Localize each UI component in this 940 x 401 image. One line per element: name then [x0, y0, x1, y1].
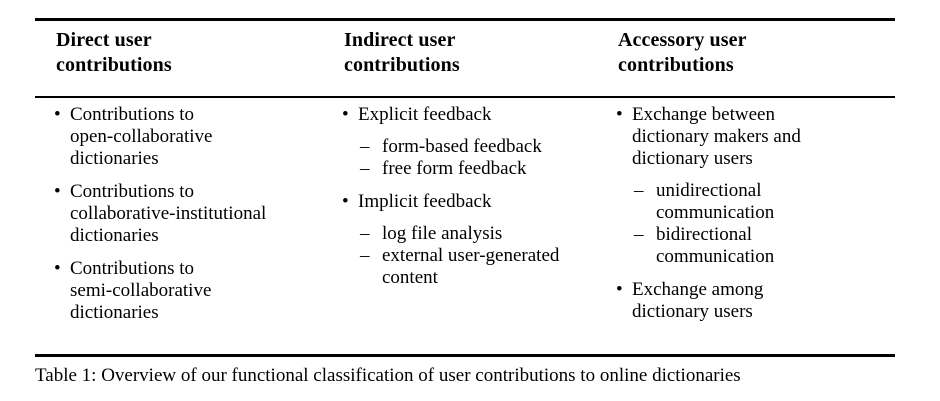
dash-marker-icon: –	[634, 224, 644, 245]
dash-marker-icon: –	[360, 136, 370, 157]
text-line: free form feedback	[382, 158, 527, 179]
text-line: external user-generated	[382, 245, 560, 266]
text-line: unidirectional	[656, 180, 762, 201]
dash-marker-icon: –	[634, 180, 644, 201]
sub-list: –form-based feedback–free form feedback	[338, 136, 623, 180]
column-header-line: Indirect user	[344, 29, 456, 51]
text-line: dictionaries	[70, 302, 159, 323]
text-line: Exchange among	[632, 279, 764, 300]
text-line: content	[382, 267, 438, 288]
sub-list-item-label: log file analysis	[382, 223, 623, 245]
table-top-rule	[35, 18, 895, 21]
bullet-group: • Implicit feedback –log file analysis–ext…	[338, 191, 623, 289]
dash-marker-icon: –	[360, 158, 370, 179]
column-header-line: Direct user	[56, 29, 152, 51]
bullet-dot-icon: •	[54, 258, 61, 279]
text-line: Contributions to	[70, 258, 195, 279]
list-item: • Implicit feedback	[338, 191, 623, 213]
text-line: communication	[656, 246, 775, 267]
text-line: bidirectional	[656, 224, 753, 245]
text-line: semi-collaborative	[70, 280, 212, 301]
text-line: dictionaries	[70, 148, 159, 169]
bullet-dot-icon: •	[342, 191, 349, 212]
dash-marker-icon: –	[360, 245, 370, 266]
text-line: dictionary users	[632, 148, 753, 169]
text-line: log file analysis	[382, 223, 503, 244]
text-line: communication	[656, 202, 775, 223]
bullet-dot-icon: •	[54, 104, 61, 125]
list-item: • Explicit feedback	[338, 104, 623, 126]
sub-list-item: –form-based feedback	[338, 136, 623, 158]
text-line: Implicit feedback	[358, 191, 492, 212]
text-line: dictionary users	[632, 301, 753, 322]
text-line: Contributions to	[70, 181, 195, 202]
text-line: Contributions to	[70, 104, 195, 125]
bullet-dot-icon: •	[342, 104, 349, 125]
text-line: open-collaborative	[70, 126, 213, 147]
text-line: Exchange between	[632, 104, 775, 125]
table-header-rule	[35, 96, 895, 98]
column-header-accessory: Accessory user contributions	[618, 28, 918, 78]
sub-list-item-label: form-based feedback	[382, 136, 623, 158]
sub-list-item: –free form feedback	[338, 158, 623, 180]
table-header-row: Direct user contributions Indirect user …	[35, 28, 895, 92]
bullet-dot-icon: •	[616, 104, 623, 125]
text-line: dictionary makers and	[632, 126, 801, 147]
column-header-indirect: Indirect user contributions	[344, 28, 634, 78]
bullet-dot-icon: •	[616, 279, 623, 300]
text-line: collaborative-institutional	[70, 203, 267, 224]
sub-list-item-label: free form feedback	[382, 158, 623, 180]
bullet-group: • Explicit feedback –form-based feedback–f…	[338, 104, 623, 180]
bullet-dot-icon: •	[54, 181, 61, 202]
table-bottom-rule	[35, 354, 895, 357]
column-body-indirect: •Explicit feedback–form-based feedback–f…	[338, 104, 623, 289]
column-header-line: contributions	[618, 54, 734, 76]
column-header-direct: Direct user contributions	[56, 28, 356, 78]
sub-list: –log file analysis–external user-generat…	[338, 223, 623, 289]
text-line: form-based feedback	[382, 136, 542, 157]
text-line: Explicit feedback	[358, 104, 492, 125]
list-item-label: Explicit feedback	[358, 104, 623, 126]
table-caption: Table 1: Overview of our functional clas…	[35, 365, 741, 386]
column-header-line: contributions	[56, 54, 172, 76]
dash-marker-icon: –	[360, 223, 370, 244]
column-header-line: Accessory user	[618, 29, 747, 51]
column-header-line: contributions	[344, 54, 460, 76]
list-item-label: Implicit feedback	[358, 191, 623, 213]
sub-list-item: –log file analysis	[338, 223, 623, 245]
text-line: dictionaries	[70, 225, 159, 246]
